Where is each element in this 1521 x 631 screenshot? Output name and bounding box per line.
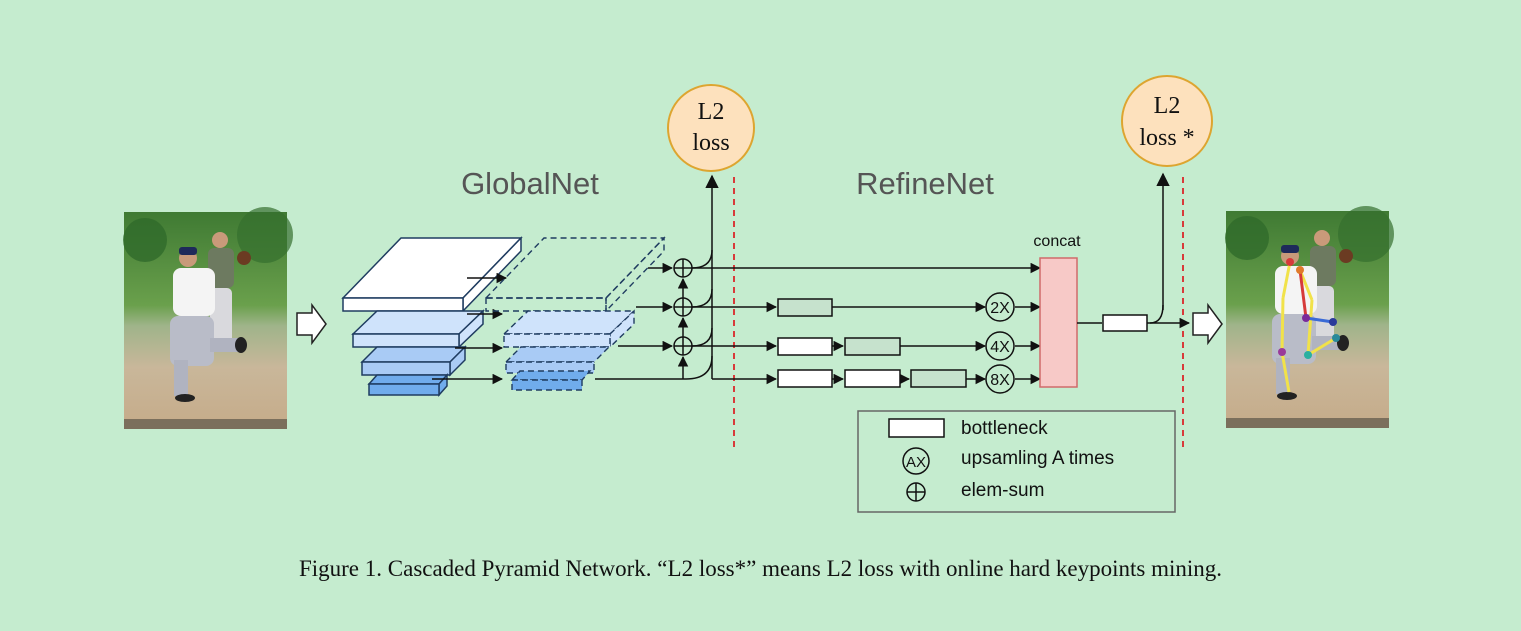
elemsum-node-2 bbox=[673, 297, 693, 317]
figure-caption: Figure 1. Cascaded Pyramid Network. “L2 … bbox=[298, 556, 1223, 581]
input-arrow bbox=[296, 302, 327, 346]
legend-bottleneck-swatch bbox=[888, 418, 945, 438]
feature-lines bbox=[595, 262, 689, 380]
output-arrow bbox=[1192, 302, 1223, 346]
refinenet-output-path bbox=[1077, 172, 1191, 332]
keypoint-dots bbox=[1278, 258, 1340, 359]
input-photo bbox=[123, 207, 293, 429]
legend-upsample-symbol: AX bbox=[906, 454, 926, 471]
l2-loss-1-line2: loss bbox=[692, 130, 729, 156]
elemsum-node-1 bbox=[673, 258, 693, 278]
legend-bottleneck-label: bottleneck bbox=[961, 418, 1048, 439]
concat-label: concat bbox=[1033, 233, 1081, 250]
refinenet-lines bbox=[692, 262, 1042, 385]
upsample-2x-label: 2X bbox=[990, 300, 1010, 317]
globalnet-title: GlobalNet bbox=[461, 166, 599, 201]
globalnet-pyramid bbox=[341, 236, 523, 397]
upsample-4x-label: 4X bbox=[990, 339, 1010, 356]
l2-loss-2-line2: loss * bbox=[1139, 125, 1194, 151]
upsample-8x-label: 8X bbox=[990, 372, 1010, 389]
legend-elemsum-icon bbox=[906, 482, 926, 502]
l2-loss-1-line1: L2 bbox=[698, 99, 725, 125]
bottleneck-r4-2 bbox=[844, 369, 901, 388]
concat-block: concat bbox=[1033, 233, 1081, 388]
bottleneck-r3-1 bbox=[777, 337, 833, 356]
bottleneck-r4-3 bbox=[910, 369, 967, 388]
refinenet-title: RefineNet bbox=[856, 166, 994, 201]
l2-loss-globalnet: L2 loss bbox=[667, 84, 755, 172]
l2-loss-refinenet: L2 loss * bbox=[1121, 75, 1213, 167]
legend-elemsum-label: elem-sum bbox=[961, 480, 1044, 501]
legend: bottleneck AX upsamling A times elem-sum bbox=[857, 410, 1176, 513]
elemsum-nodes bbox=[673, 258, 693, 356]
globalnet-dashed-pyramid bbox=[484, 236, 666, 391]
bottleneck-blocks bbox=[777, 298, 967, 388]
elemsum-node-3 bbox=[673, 336, 693, 356]
bottleneck-r4-1 bbox=[777, 369, 833, 388]
bottleneck-r3-2 bbox=[844, 337, 901, 356]
upsample-nodes: 2X 4X 8X bbox=[985, 292, 1015, 394]
pyramid-arrows bbox=[432, 272, 508, 385]
l2-loss-2-line1: L2 bbox=[1154, 93, 1181, 119]
legend-upsample-label: upsamling A times bbox=[961, 448, 1114, 469]
output-photo bbox=[1225, 206, 1394, 428]
bottleneck-r2-1 bbox=[777, 298, 833, 317]
legend-upsample-icon bbox=[902, 447, 930, 475]
keypoint-skeleton bbox=[1280, 261, 1337, 393]
